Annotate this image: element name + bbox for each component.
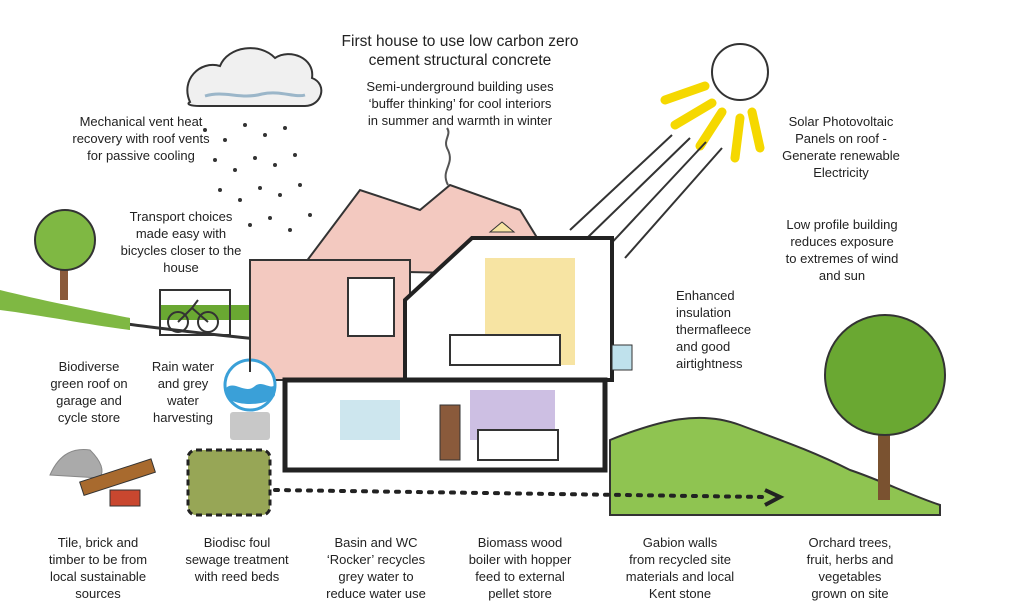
green-slope-left (0, 290, 130, 330)
bike-shelter (159, 289, 231, 336)
rain-drops (203, 123, 312, 232)
bicycle-icon (167, 299, 219, 333)
back-house-window (347, 277, 395, 337)
label-semi-underground: Semi-underground building uses ‘buffer t… (366, 79, 554, 128)
biomass-boiler (439, 404, 461, 461)
orchard-tree-icon (824, 314, 946, 500)
label-tile-brick-timber: Tile, brick and timber to be from local … (48, 535, 148, 601)
label-biodisc: Biodisc foul sewage treatment with reed … (185, 535, 289, 584)
roof-vent (488, 221, 516, 233)
sun-ray-arrows (569, 134, 723, 259)
bathroom-tile (340, 400, 400, 440)
sewage-pipe-arrowhead (764, 488, 785, 507)
reed-bed-biodisc (186, 448, 272, 517)
rain-cloud-icon (186, 47, 323, 107)
label-insulation: Enhanced insulation thermafleece and goo… (676, 288, 752, 371)
chimney-smoke (444, 127, 451, 186)
label-biomass: Biomass wood boiler with hopper feed to … (468, 535, 572, 601)
glass-balcony (611, 344, 633, 371)
sun-icon (660, 43, 769, 163)
brick-timber-icon (49, 449, 156, 507)
bed-upstairs (449, 334, 561, 366)
label-mechanical-vent: Mechanical vent heat recovery with roof … (72, 114, 210, 163)
label-solar-pv: Solar Photovoltaic Panels on roof - Gene… (782, 114, 900, 180)
title-low-carbon-concrete: First house to use low carbon zero cemen… (341, 33, 579, 69)
tree-icon (34, 209, 96, 300)
green-mound-right (609, 416, 941, 516)
label-transport: Transport choices made easy with bicycle… (120, 209, 242, 275)
sewage-pipe-arrow (273, 488, 767, 499)
label-rain-water: Rain water and grey water harvesting (151, 359, 215, 425)
water-tank-icon (223, 350, 277, 440)
label-basin-wc: Basin and WC ‘Rocker’ recycles grey wate… (326, 535, 426, 601)
label-low-profile: Low profile building reduces exposure to… (785, 217, 899, 283)
label-orchard: Orchard trees, fruit, herbs and vegetabl… (806, 535, 894, 601)
label-gabion: Gabion walls from recycled site material… (625, 535, 735, 601)
bed-downstairs (477, 429, 559, 461)
label-green-roof: Biodiverse green roof on garage and cycl… (50, 359, 128, 425)
